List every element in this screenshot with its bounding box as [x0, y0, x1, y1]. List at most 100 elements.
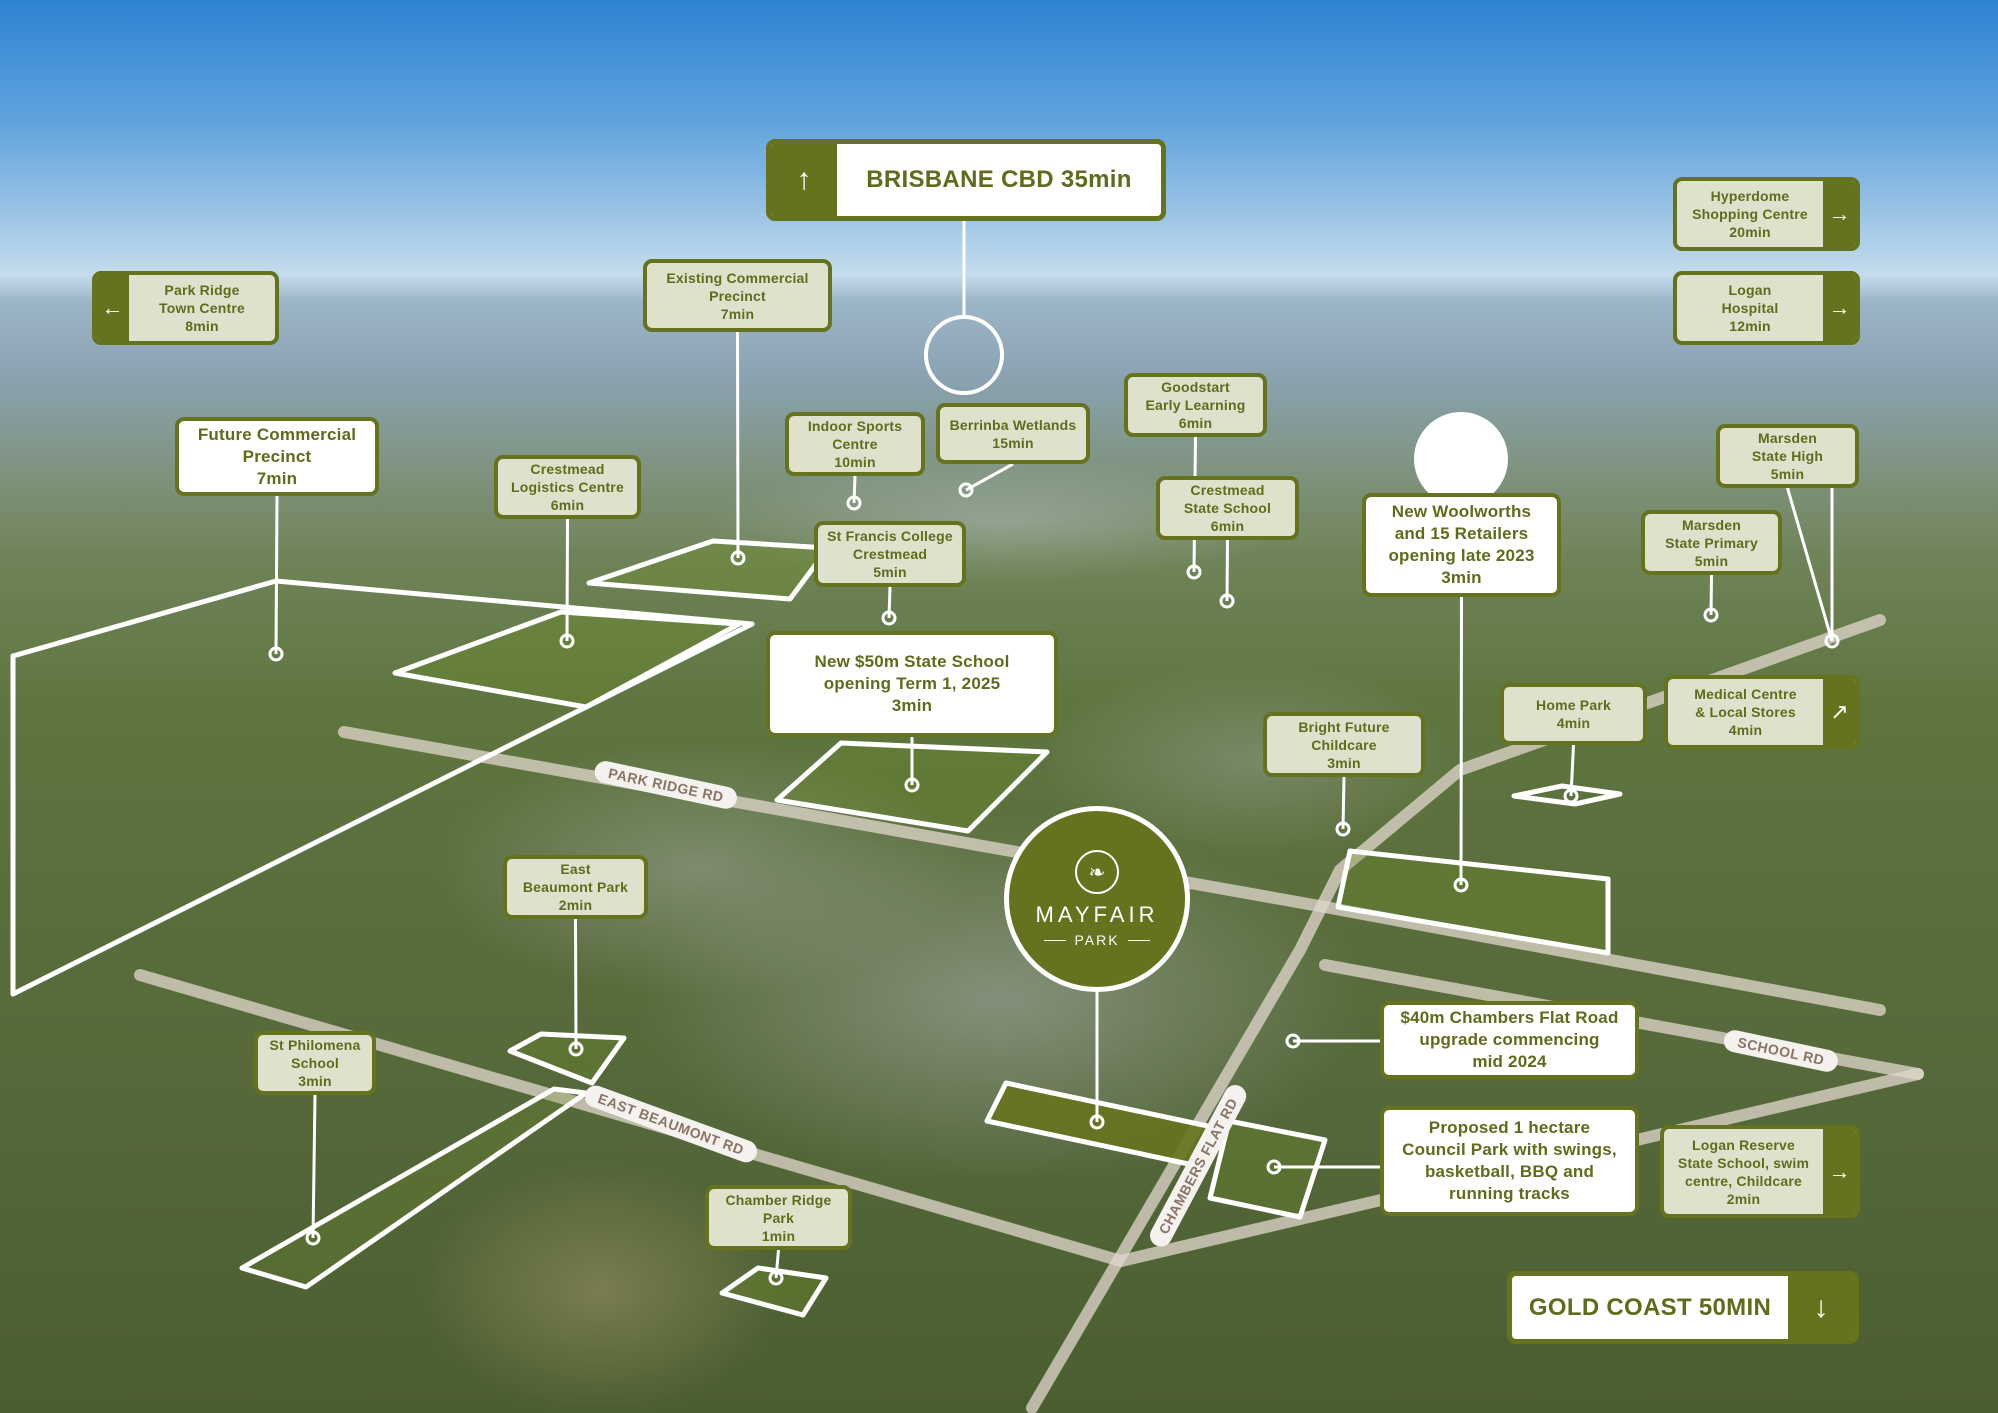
- label-line: Town Centre: [159, 300, 245, 316]
- travel-time: 7min: [720, 305, 755, 322]
- leader-line: [1225, 539, 1229, 602]
- chamber-ridge-parcel: [719, 1265, 829, 1318]
- label-line: Hospital: [1721, 300, 1779, 316]
- east-beaumont-parcel: [507, 1031, 627, 1086]
- mayfair-park-logo: ❧ MAYFAIR PARK: [1004, 806, 1190, 992]
- travel-time: 2min: [1726, 1190, 1761, 1207]
- label-line: School: [291, 1055, 339, 1071]
- logistics-parcel: [392, 609, 742, 710]
- leader-dot: [768, 1270, 784, 1286]
- travel-time: 6min: [1210, 518, 1245, 534]
- travel-time: 4min: [1556, 715, 1591, 731]
- woolworths-marker: [1414, 412, 1508, 506]
- label-line: Childcare: [1311, 736, 1377, 753]
- leader-line: [1341, 776, 1346, 830]
- travel-time: 6min: [550, 497, 585, 513]
- travel-time: 3min: [1441, 568, 1482, 587]
- leader-dot: [568, 1041, 584, 1057]
- travel-time: 4min: [1728, 722, 1763, 738]
- travel-time: 3min: [298, 1073, 332, 1089]
- leader-line: [274, 495, 279, 655]
- label-line: running tracks: [1449, 1184, 1570, 1203]
- future-commercial-parcel: [10, 578, 755, 997]
- label-line: Crestmead: [530, 461, 605, 477]
- leader-line: [736, 331, 740, 559]
- leader-dot: [1089, 1114, 1105, 1130]
- label-line: Goodstart: [1161, 379, 1230, 395]
- label-line: Crestmead: [1190, 482, 1265, 498]
- leaf-icon: ❧: [1075, 850, 1119, 894]
- logo-name: MAYFAIR: [1035, 902, 1159, 927]
- label-line: Logan: [1728, 282, 1772, 298]
- label-line: Bright Future: [1298, 718, 1390, 735]
- travel-time: 6min: [1178, 415, 1213, 431]
- direction-text: GOLD COAST 50MIN: [1528, 1293, 1772, 1321]
- leader-dot: [1335, 821, 1351, 837]
- label-line: Shopping Centre: [1692, 206, 1808, 222]
- leader-line: [574, 918, 578, 1050]
- label-line: Home Park: [1536, 697, 1611, 713]
- arrow-down-icon: ↓: [1788, 1276, 1854, 1339]
- woolworths-parcel: [1335, 848, 1611, 956]
- label-line: opening late 2023: [1388, 546, 1535, 565]
- leader-line: [1569, 744, 1575, 797]
- home-park-parcel: [1511, 783, 1623, 807]
- label-home-park: Home Park 4min: [1500, 683, 1647, 745]
- travel-time: 10min: [834, 454, 876, 470]
- label-line: Park: [762, 1209, 795, 1226]
- label-line: Marsden: [1682, 516, 1741, 533]
- label-line: East: [560, 861, 591, 877]
- label-line: opening Term 1, 2025: [823, 674, 1001, 693]
- label-line: mid 2024: [1472, 1052, 1547, 1071]
- label-line: Indoor Sports: [807, 418, 903, 434]
- st-philomena-parcel: [239, 1086, 589, 1290]
- label-line: Council Park with swings,: [1402, 1140, 1617, 1159]
- direction-text: BRISBANE CBD 35min: [866, 166, 1132, 193]
- leader-line: [965, 462, 1014, 492]
- state-school-parcel: [774, 740, 1050, 834]
- leader-line: [565, 518, 569, 642]
- label-line: upgrade commencing: [1419, 1030, 1600, 1049]
- label-line: Hyperdome: [1710, 188, 1790, 204]
- arrow-right-icon: →: [1823, 275, 1856, 341]
- label-line: Existing Commercial: [666, 269, 809, 286]
- travel-time: 20min: [1729, 224, 1771, 240]
- label-line: Park Ridge: [164, 282, 240, 298]
- arrow-right-icon: →: [1823, 181, 1856, 247]
- leader-line: [1459, 596, 1463, 886]
- travel-time: 7min: [256, 468, 298, 488]
- direction-goldcoast: GOLD COAST 50MIN ↓: [1507, 1271, 1859, 1344]
- brisbane-cbd-marker: [924, 315, 1004, 395]
- leader-dot: [904, 777, 920, 793]
- leader-dot: [1703, 607, 1719, 623]
- label-line: Marsden: [1758, 430, 1817, 446]
- travel-time: 5min: [873, 564, 907, 580]
- arrow-up-right-icon: ↗: [1823, 679, 1856, 745]
- label-line: Berrinba Wetlands: [949, 416, 1077, 433]
- leader-dot: [1266, 1159, 1282, 1175]
- leader-dot: [1186, 564, 1202, 580]
- label-line: State School: [1183, 500, 1272, 516]
- label-line: Precinct: [242, 446, 312, 466]
- arrow-left-icon: ←: [96, 275, 129, 341]
- label-line: Medical Centre: [1694, 686, 1797, 702]
- leader-dot: [1824, 633, 1840, 649]
- label-line: basketball, BBQ and: [1424, 1162, 1595, 1181]
- direction-brisbane: ↑BRISBANE CBD 35min: [766, 139, 1166, 221]
- label-new-state-school: New $50m State School opening Term 1, 202…: [766, 631, 1058, 737]
- label-line: New $50m State School: [814, 652, 1010, 671]
